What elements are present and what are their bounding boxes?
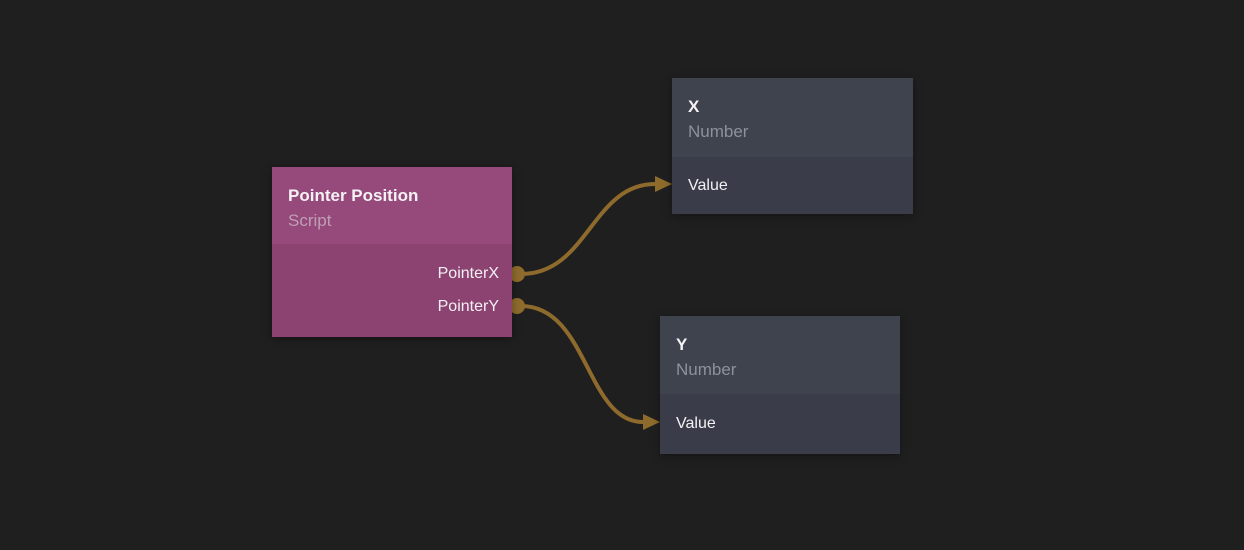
node-y-header[interactable]: Y Number <box>660 316 900 394</box>
arrowhead-x-value-icon <box>655 176 672 192</box>
node-y-number[interactable]: Y Number Value <box>660 316 900 454</box>
input-port-x-value[interactable]: Value <box>672 157 913 214</box>
node-title: Pointer Position <box>288 186 419 205</box>
output-port-dot-pointery[interactable] <box>509 298 525 314</box>
input-port-label: Value <box>688 176 728 194</box>
output-port-label: PointerY <box>437 297 499 315</box>
output-port-dot-pointerx[interactable] <box>509 266 525 282</box>
wire-pointerx-to-x-value[interactable] <box>519 182 657 276</box>
node-pointer-position[interactable]: Pointer Position Script PointerX Pointer… <box>272 167 512 337</box>
input-port-y-value[interactable]: Value <box>660 394 900 454</box>
output-port-label: PointerX <box>437 264 499 282</box>
node-pointer-position-body: PointerX PointerY <box>272 244 512 337</box>
node-x-header[interactable]: X Number <box>672 78 913 157</box>
node-subtitle: Script <box>288 211 332 230</box>
input-port-label: Value <box>676 415 716 432</box>
node-subtitle: Number <box>676 360 737 379</box>
node-subtitle: Number <box>688 122 749 141</box>
node-title: X <box>688 97 700 116</box>
node-title: Y <box>676 335 688 354</box>
output-port-pointery[interactable]: PointerY <box>272 290 512 323</box>
node-x-number[interactable]: X Number Value <box>672 78 913 214</box>
wire-pointery-to-y-value[interactable] <box>519 304 645 424</box>
output-port-pointerx[interactable]: PointerX <box>272 257 512 290</box>
node-pointer-position-header[interactable]: Pointer Position Script <box>272 167 512 244</box>
arrowhead-y-value-icon <box>643 414 660 430</box>
